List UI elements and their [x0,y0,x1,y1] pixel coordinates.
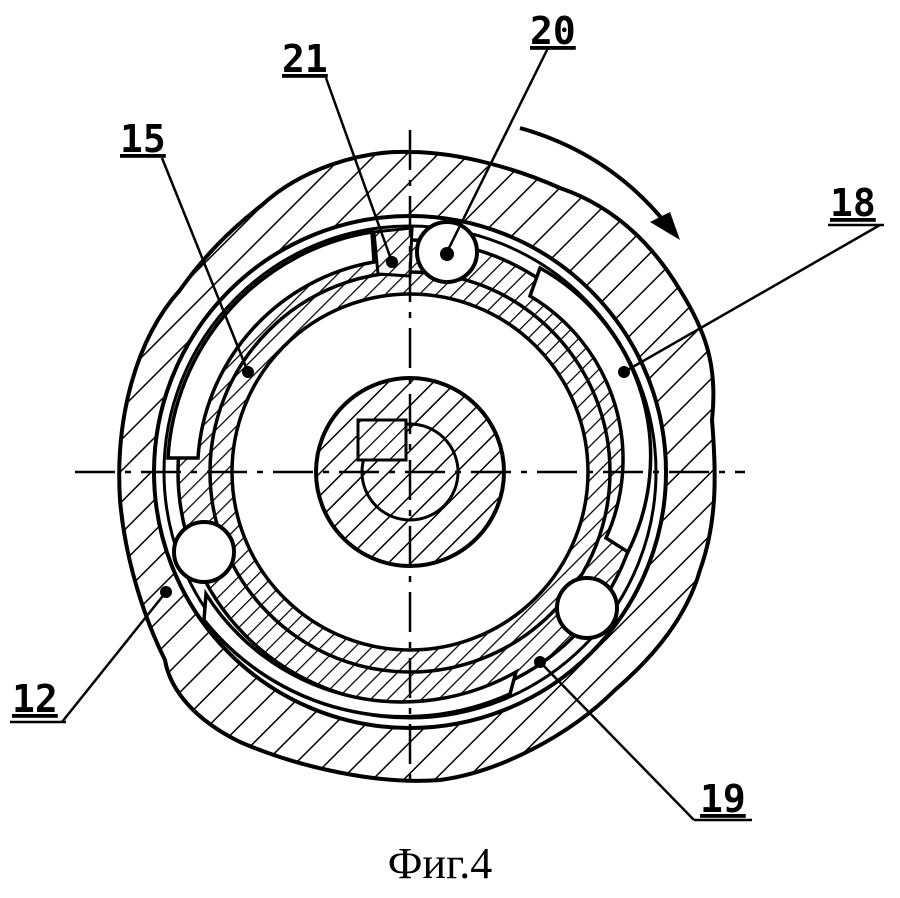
roller-20-center [440,247,454,261]
leader-21 [324,77,394,263]
rotation-arrow [519,126,670,228]
slot-15 [166,229,376,460]
leader-12 [61,591,167,723]
label-19: 19 [700,777,746,821]
rotation-arrow-head [650,212,680,240]
slot-19 [202,588,519,719]
leader-18 [623,223,881,374]
roller-left [172,520,236,584]
label-15: 15 [120,117,166,161]
slot-18 [527,265,653,555]
roller-right [555,576,619,640]
keyway [356,418,408,462]
label-20: 20 [530,9,576,53]
label-21: 21 [282,37,328,81]
label-12: 12 [12,677,58,721]
leader-15 [160,157,250,373]
pawl-21 [372,226,414,278]
leader-19 [539,661,695,821]
leader-20 [445,47,550,253]
label-18: 18 [830,181,876,225]
figure-caption: Фиг.4 [388,839,492,888]
